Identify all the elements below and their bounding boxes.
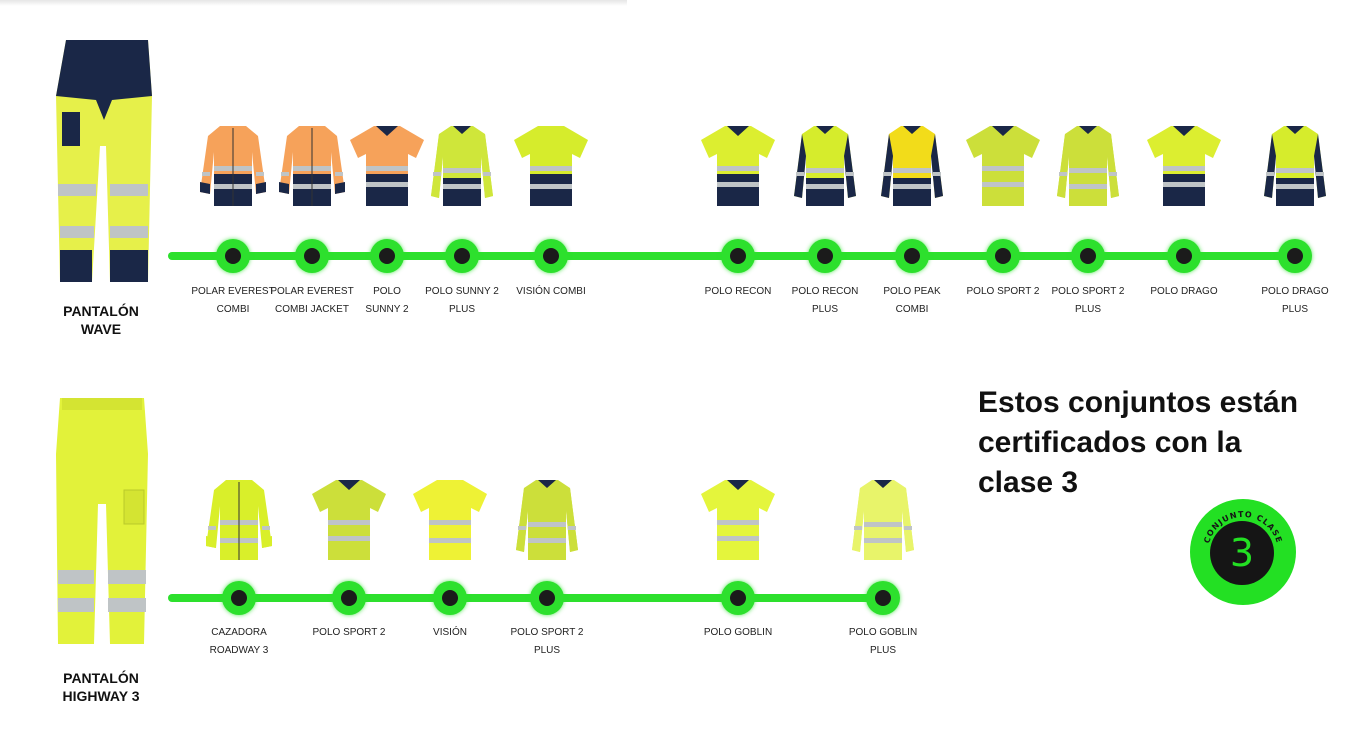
timeline-node-polo-sunny-2 — [370, 239, 404, 273]
garment-label-vision-combi: VISIÓN COMBI — [516, 286, 586, 297]
timeline-node-polo-recon-plus — [808, 239, 842, 273]
garment-polo-recon — [695, 122, 781, 213]
garment-polo-sport-2-plus — [512, 476, 582, 567]
timeline-node-polo-sport-2 — [332, 581, 366, 615]
garment-label-polo-drago-plus: POLO DRAGO PLUS — [1261, 286, 1329, 315]
garment-polar-everest-combi — [198, 122, 268, 213]
garment-label-polo-sport-2-plus: POLO SPORT 2 PLUS — [510, 627, 584, 656]
garment-label-polo-recon: POLO RECON — [704, 286, 772, 297]
garment-label-polo-sport-2: POLO SPORT 2 — [966, 286, 1040, 297]
garment-label-polo-sport-2: POLO SPORT 2 — [312, 627, 386, 638]
garment-polo-sport-2-plus — [1053, 122, 1123, 213]
garment-label-polo-peak-combi: POLO PEAK COMBI — [883, 286, 941, 315]
garment-label-vision: VISIÓN — [433, 627, 467, 638]
garment-polo-sport-2 — [960, 122, 1046, 213]
garment-vision-combi — [508, 122, 594, 213]
garment-polo-drago — [1141, 122, 1227, 213]
garment-polo-sport-2 — [306, 476, 392, 567]
pant-wave-title: PANTALÓN WAVE — [63, 303, 139, 337]
garment-polo-sunny-2-plus — [427, 122, 497, 213]
class-3-badge: CONJUNTO CLASE 3 — [1190, 499, 1296, 605]
pant-highway-title: PANTALÓN HIGHWAY 3 — [62, 670, 140, 704]
garment-label-polar-everest-combi: POLAR EVEREST COMBI — [191, 286, 275, 315]
timeline-node-polar-everest-combi-jacket — [295, 239, 329, 273]
garment-polo-peak-combi — [877, 122, 947, 213]
garment-label-polo-sport-2-plus: POLO SPORT 2 PLUS — [1051, 286, 1125, 315]
timeline-node-polo-recon — [721, 239, 755, 273]
garment-label-polo-sunny-2: POLO SUNNY 2 — [365, 286, 409, 315]
timeline-node-polo-sport-2-plus — [1071, 239, 1105, 273]
garment-polo-drago-plus — [1260, 122, 1330, 213]
timeline-node-polo-sunny-2-plus — [445, 239, 479, 273]
timeline-node-polo-goblin — [721, 581, 755, 615]
garment-polo-goblin — [695, 476, 781, 567]
timeline-node-polar-everest-combi — [216, 239, 250, 273]
badge-number: 3 — [1229, 531, 1255, 575]
garment-label-polo-goblin: POLO GOBLIN — [703, 627, 773, 638]
timeline-node-vision — [433, 581, 467, 615]
certification-claim: Estos conjuntos están certificados con l… — [978, 386, 1299, 499]
garment-vision — [407, 476, 493, 567]
garment-label-cazadora-roadway-3: CAZADORA ROADWAY 3 — [209, 627, 269, 656]
garment-polo-goblin-plus — [848, 476, 918, 567]
pant-wave-image — [52, 36, 156, 286]
garment-label-polar-everest-combi-jacket: POLAR EVEREST COMBI JACKET — [270, 286, 354, 315]
timeline-node-polo-goblin-plus — [866, 581, 900, 615]
garment-polo-recon-plus — [790, 122, 860, 213]
timeline-node-cazadora-roadway-3 — [222, 581, 256, 615]
timeline-node-vision-combi — [534, 239, 568, 273]
pant-highway-image — [54, 394, 150, 648]
garment-polar-everest-combi-jacket — [277, 122, 347, 213]
garment-label-polo-recon-plus: POLO RECON PLUS — [791, 286, 859, 315]
garment-label-polo-goblin-plus: POLO GOBLIN PLUS — [848, 627, 918, 656]
garment-polo-sunny-2 — [344, 122, 430, 213]
garment-label-polo-sunny-2-plus: POLO SUNNY 2 PLUS — [425, 286, 499, 315]
timeline-node-polo-drago — [1167, 239, 1201, 273]
badge-circle: 3 — [1210, 521, 1274, 585]
timeline-node-polo-sport-2-plus — [530, 581, 564, 615]
garment-label-polo-drago: POLO DRAGO — [1150, 286, 1218, 297]
timeline-node-polo-peak-combi — [895, 239, 929, 273]
timeline-node-polo-sport-2 — [986, 239, 1020, 273]
timeline-node-polo-drago-plus — [1278, 239, 1312, 273]
garment-cazadora-roadway-3 — [204, 476, 274, 567]
top-divider — [0, 0, 627, 6]
